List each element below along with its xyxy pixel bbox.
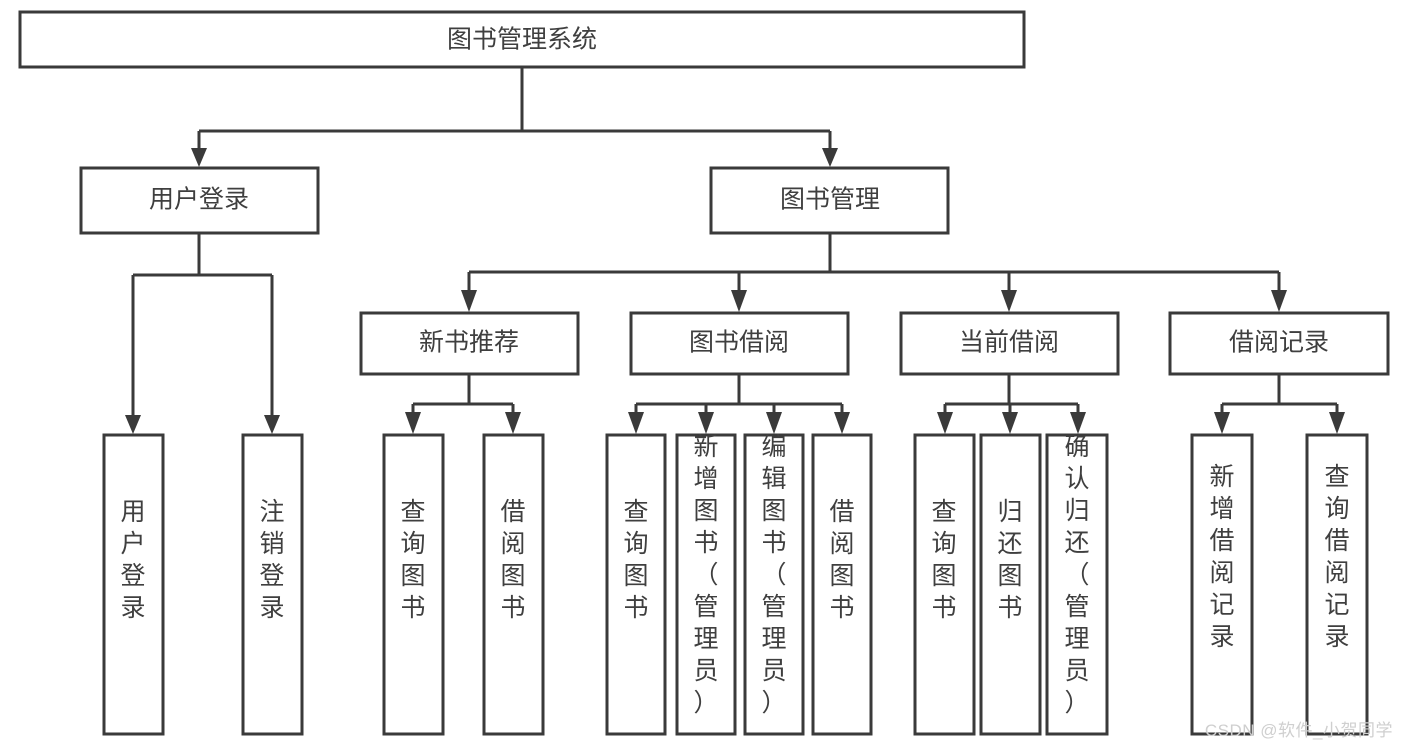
node-user-login[interactable]: 用户登录 — [79, 166, 320, 235]
leaf-logout[interactable]: 注销登录 — [241, 433, 304, 736]
leaf-newbook-query-book[interactable]: 查询图书 — [382, 433, 445, 736]
node-root-label: 图书管理系统 — [447, 26, 597, 54]
leaf-borrow-edit-book[interactable]: 编辑图书（管理员） — [743, 433, 805, 736]
leaf-borrow-add-book-label: 新增图书（管理员） — [693, 433, 718, 717]
node-current-borrow[interactable]: 当前借阅 — [899, 311, 1120, 376]
node-borrow-records[interactable]: 借阅记录 — [1168, 311, 1390, 376]
leaf-borrow-query-book-label: 查询图书 — [623, 498, 648, 622]
node-book-borrow-label: 图书借阅 — [689, 329, 789, 357]
arrow-head-current-leaf2 — [1002, 412, 1018, 434]
arrow-head-records-leaf1 — [1214, 412, 1230, 434]
arrow-head-newbook — [461, 290, 477, 312]
leaf-user-login[interactable]: 用户登录 — [102, 433, 165, 736]
node-user-login-box[interactable] — [79, 166, 320, 235]
leaf-current-return-book[interactable]: 归还图书 — [979, 433, 1042, 736]
arrow-head-leaf-logout — [264, 415, 280, 434]
node-borrow-records-label: 借阅记录 — [1229, 329, 1329, 357]
node-root-box[interactable] — [18, 10, 1026, 69]
leaf-newbook-query-book-box[interactable] — [382, 433, 445, 736]
leaf-user-login-box[interactable] — [102, 433, 165, 736]
leaf-records-query-record-box[interactable] — [1305, 433, 1369, 736]
node-new-book-recommend[interactable]: 新书推荐 — [359, 311, 580, 376]
leaf-borrow-borrow-book-label: 借阅图书 — [829, 498, 854, 622]
node-current-borrow-label: 当前借阅 — [959, 329, 1059, 357]
arrow-head-records — [1271, 290, 1287, 312]
leaf-borrow-add-book[interactable]: 新增图书（管理员） — [675, 433, 737, 736]
leaf-borrow-edit-book-box[interactable] — [743, 433, 805, 736]
arrow-head-records-leaf2 — [1329, 412, 1345, 434]
leaf-logout-label: 注销登录 — [259, 498, 284, 622]
connector-layer — [125, 67, 1345, 434]
node-book-borrow[interactable]: 图书借阅 — [629, 311, 850, 376]
leaf-borrow-borrow-book-box[interactable] — [811, 433, 873, 736]
node-new-book-recommend-label: 新书推荐 — [419, 329, 519, 357]
leaf-current-return-book-box[interactable] — [979, 433, 1042, 736]
leaf-borrow-add-book-box[interactable] — [675, 433, 737, 736]
leaf-current-confirm-return-box[interactable] — [1045, 433, 1109, 736]
leaf-logout-box[interactable] — [241, 433, 304, 736]
node-borrow-records-box[interactable] — [1168, 311, 1390, 376]
node-book-management-label: 图书管理 — [780, 186, 880, 214]
node-book-borrow-box[interactable] — [629, 311, 850, 376]
arrow-head-leaf-user-login — [125, 415, 141, 434]
arrow-head-borrow-leaf1 — [628, 412, 644, 434]
arrow-head-borrow-leaf3 — [766, 412, 782, 434]
leaf-records-add-record-label: 新增借阅记录 — [1209, 463, 1234, 651]
node-current-borrow-box[interactable] — [899, 311, 1120, 376]
leaf-records-add-record[interactable]: 新增借阅记录 — [1190, 433, 1254, 736]
node-new-book-recommend-box[interactable] — [359, 311, 580, 376]
csdn-watermark: CSDN @软件_小贺同学 — [1204, 721, 1393, 740]
node-root[interactable]: 图书管理系统 — [18, 10, 1026, 69]
leaf-borrow-borrow-book[interactable]: 借阅图书 — [811, 433, 873, 736]
leaf-current-query-book-label: 查询图书 — [931, 498, 956, 622]
leaf-user-login-label: 用户登录 — [120, 498, 145, 622]
leaf-newbook-borrow-book[interactable]: 借阅图书 — [482, 433, 545, 736]
leaf-borrow-edit-book-label: 编辑图书（管理员） — [761, 433, 786, 717]
leaf-borrow-query-book[interactable]: 查询图书 — [605, 433, 667, 736]
leaf-current-confirm-return-label: 确认归还（管理员） — [1064, 433, 1089, 717]
leaf-records-query-record-label: 查询借阅记录 — [1324, 463, 1349, 651]
leaf-borrow-query-book-box[interactable] — [605, 433, 667, 736]
leaf-newbook-borrow-book-label: 借阅图书 — [500, 498, 525, 622]
arrow-head-current — [1001, 290, 1017, 312]
arrow-head-borrow-leaf4 — [834, 412, 850, 434]
leaf-newbook-borrow-book-box[interactable] — [482, 433, 545, 736]
leaf-records-query-record[interactable]: 查询借阅记录 — [1305, 433, 1369, 736]
arrow-head-newbook-leaf1 — [405, 412, 421, 434]
arrow-head-newbook-leaf2 — [505, 412, 521, 434]
node-book-management-box[interactable] — [709, 166, 950, 235]
leaf-newbook-query-book-label: 查询图书 — [400, 498, 425, 622]
leaf-current-query-book-box[interactable] — [913, 433, 976, 736]
arrow-head-borrow-leaf2 — [698, 412, 714, 434]
arrow-head-book-mgmt — [822, 148, 838, 167]
leaf-records-add-record-box[interactable] — [1190, 433, 1254, 736]
node-book-management[interactable]: 图书管理 — [709, 166, 950, 235]
leaf-current-query-book[interactable]: 查询图书 — [913, 433, 976, 736]
node-user-login-label: 用户登录 — [149, 186, 249, 214]
arrow-head-current-leaf1 — [937, 412, 953, 434]
arrow-head-user-login — [191, 148, 207, 167]
leaf-current-return-book-label: 归还图书 — [997, 498, 1022, 622]
arrow-head-current-leaf3 — [1070, 412, 1086, 434]
arrow-head-borrow — [731, 290, 747, 312]
leaf-current-confirm-return[interactable]: 确认归还（管理员） — [1045, 433, 1109, 736]
